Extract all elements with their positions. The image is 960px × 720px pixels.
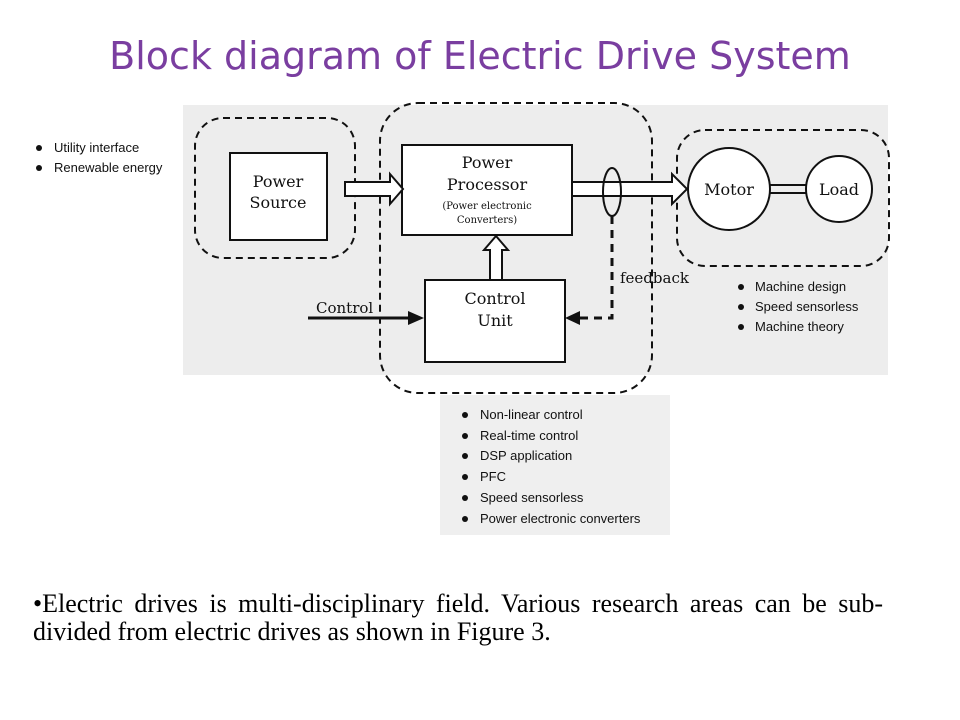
- feedback-label: feedback: [620, 269, 690, 287]
- load-circle: [805, 155, 873, 223]
- converter-group-outline: [379, 102, 653, 394]
- caption-text: Electric drives is multi-disciplinary fi…: [33, 589, 883, 646]
- list-bullet: [738, 304, 744, 310]
- control-input-arrowhead: [408, 311, 424, 325]
- source-group-outline: [194, 117, 356, 259]
- power-processor-label-line2: Processor: [447, 175, 528, 194]
- machine-area-item: Machine design: [755, 279, 846, 294]
- motor-circle: [687, 147, 771, 231]
- control-area-item: Speed sensorless: [480, 490, 584, 505]
- machine-area-item: Machine theory: [755, 319, 844, 334]
- list-bullet: [738, 284, 744, 290]
- control-area-item: Real-time control: [480, 428, 578, 443]
- list-bullet: [462, 412, 468, 418]
- control-unit-block: [424, 279, 566, 363]
- machine-group-outline: [676, 129, 890, 267]
- power-processor-label-line1: Power: [462, 153, 513, 172]
- control-input-label: Control: [316, 299, 373, 317]
- source-area-item: Renewable energy: [54, 160, 163, 175]
- list-bullet: [462, 433, 468, 439]
- power-source-label-line1: Power: [253, 172, 304, 191]
- list-bullet: [738, 324, 744, 330]
- list-bullet: [36, 165, 42, 171]
- list-bullet: [462, 453, 468, 459]
- control-area-item: Non-linear control: [480, 407, 583, 422]
- list-bullet: [462, 516, 468, 522]
- source-area-item: Utility interface: [54, 140, 139, 155]
- control-list-background: [440, 395, 670, 535]
- control-area-item: Power electronic converters: [480, 511, 641, 526]
- caption-bullet: •: [33, 589, 43, 618]
- control-area-item: PFC: [480, 469, 506, 484]
- control-to-processor-arrow: [481, 234, 511, 281]
- feedback-arrowhead: [565, 311, 580, 325]
- control-area-item: DSP application: [480, 448, 572, 463]
- feedback-path: [578, 216, 614, 320]
- load-label: Load: [819, 180, 859, 199]
- power-source-block: [229, 152, 328, 241]
- control-unit-label-line2: Unit: [477, 311, 513, 330]
- motor-label: Motor: [704, 180, 754, 199]
- list-bullet: [462, 495, 468, 501]
- list-bullet: [462, 474, 468, 480]
- list-bullet: [36, 145, 42, 151]
- power-processor-sub-line1: (Power electronic: [442, 201, 532, 212]
- power-source-label-line2: Source: [250, 193, 307, 212]
- machine-area-item: Speed sensorless: [755, 299, 859, 314]
- processor-to-motor-arrow: [571, 171, 689, 207]
- control-unit-label-line1: Control: [464, 289, 525, 308]
- power-processor-sub-line2: Converters): [457, 215, 517, 226]
- source-to-processor-arrow: [344, 171, 405, 207]
- page-title: Block diagram of Electric Drive System: [109, 34, 851, 78]
- caption-paragraph: •Electric drives is multi-disciplinary f…: [33, 590, 883, 646]
